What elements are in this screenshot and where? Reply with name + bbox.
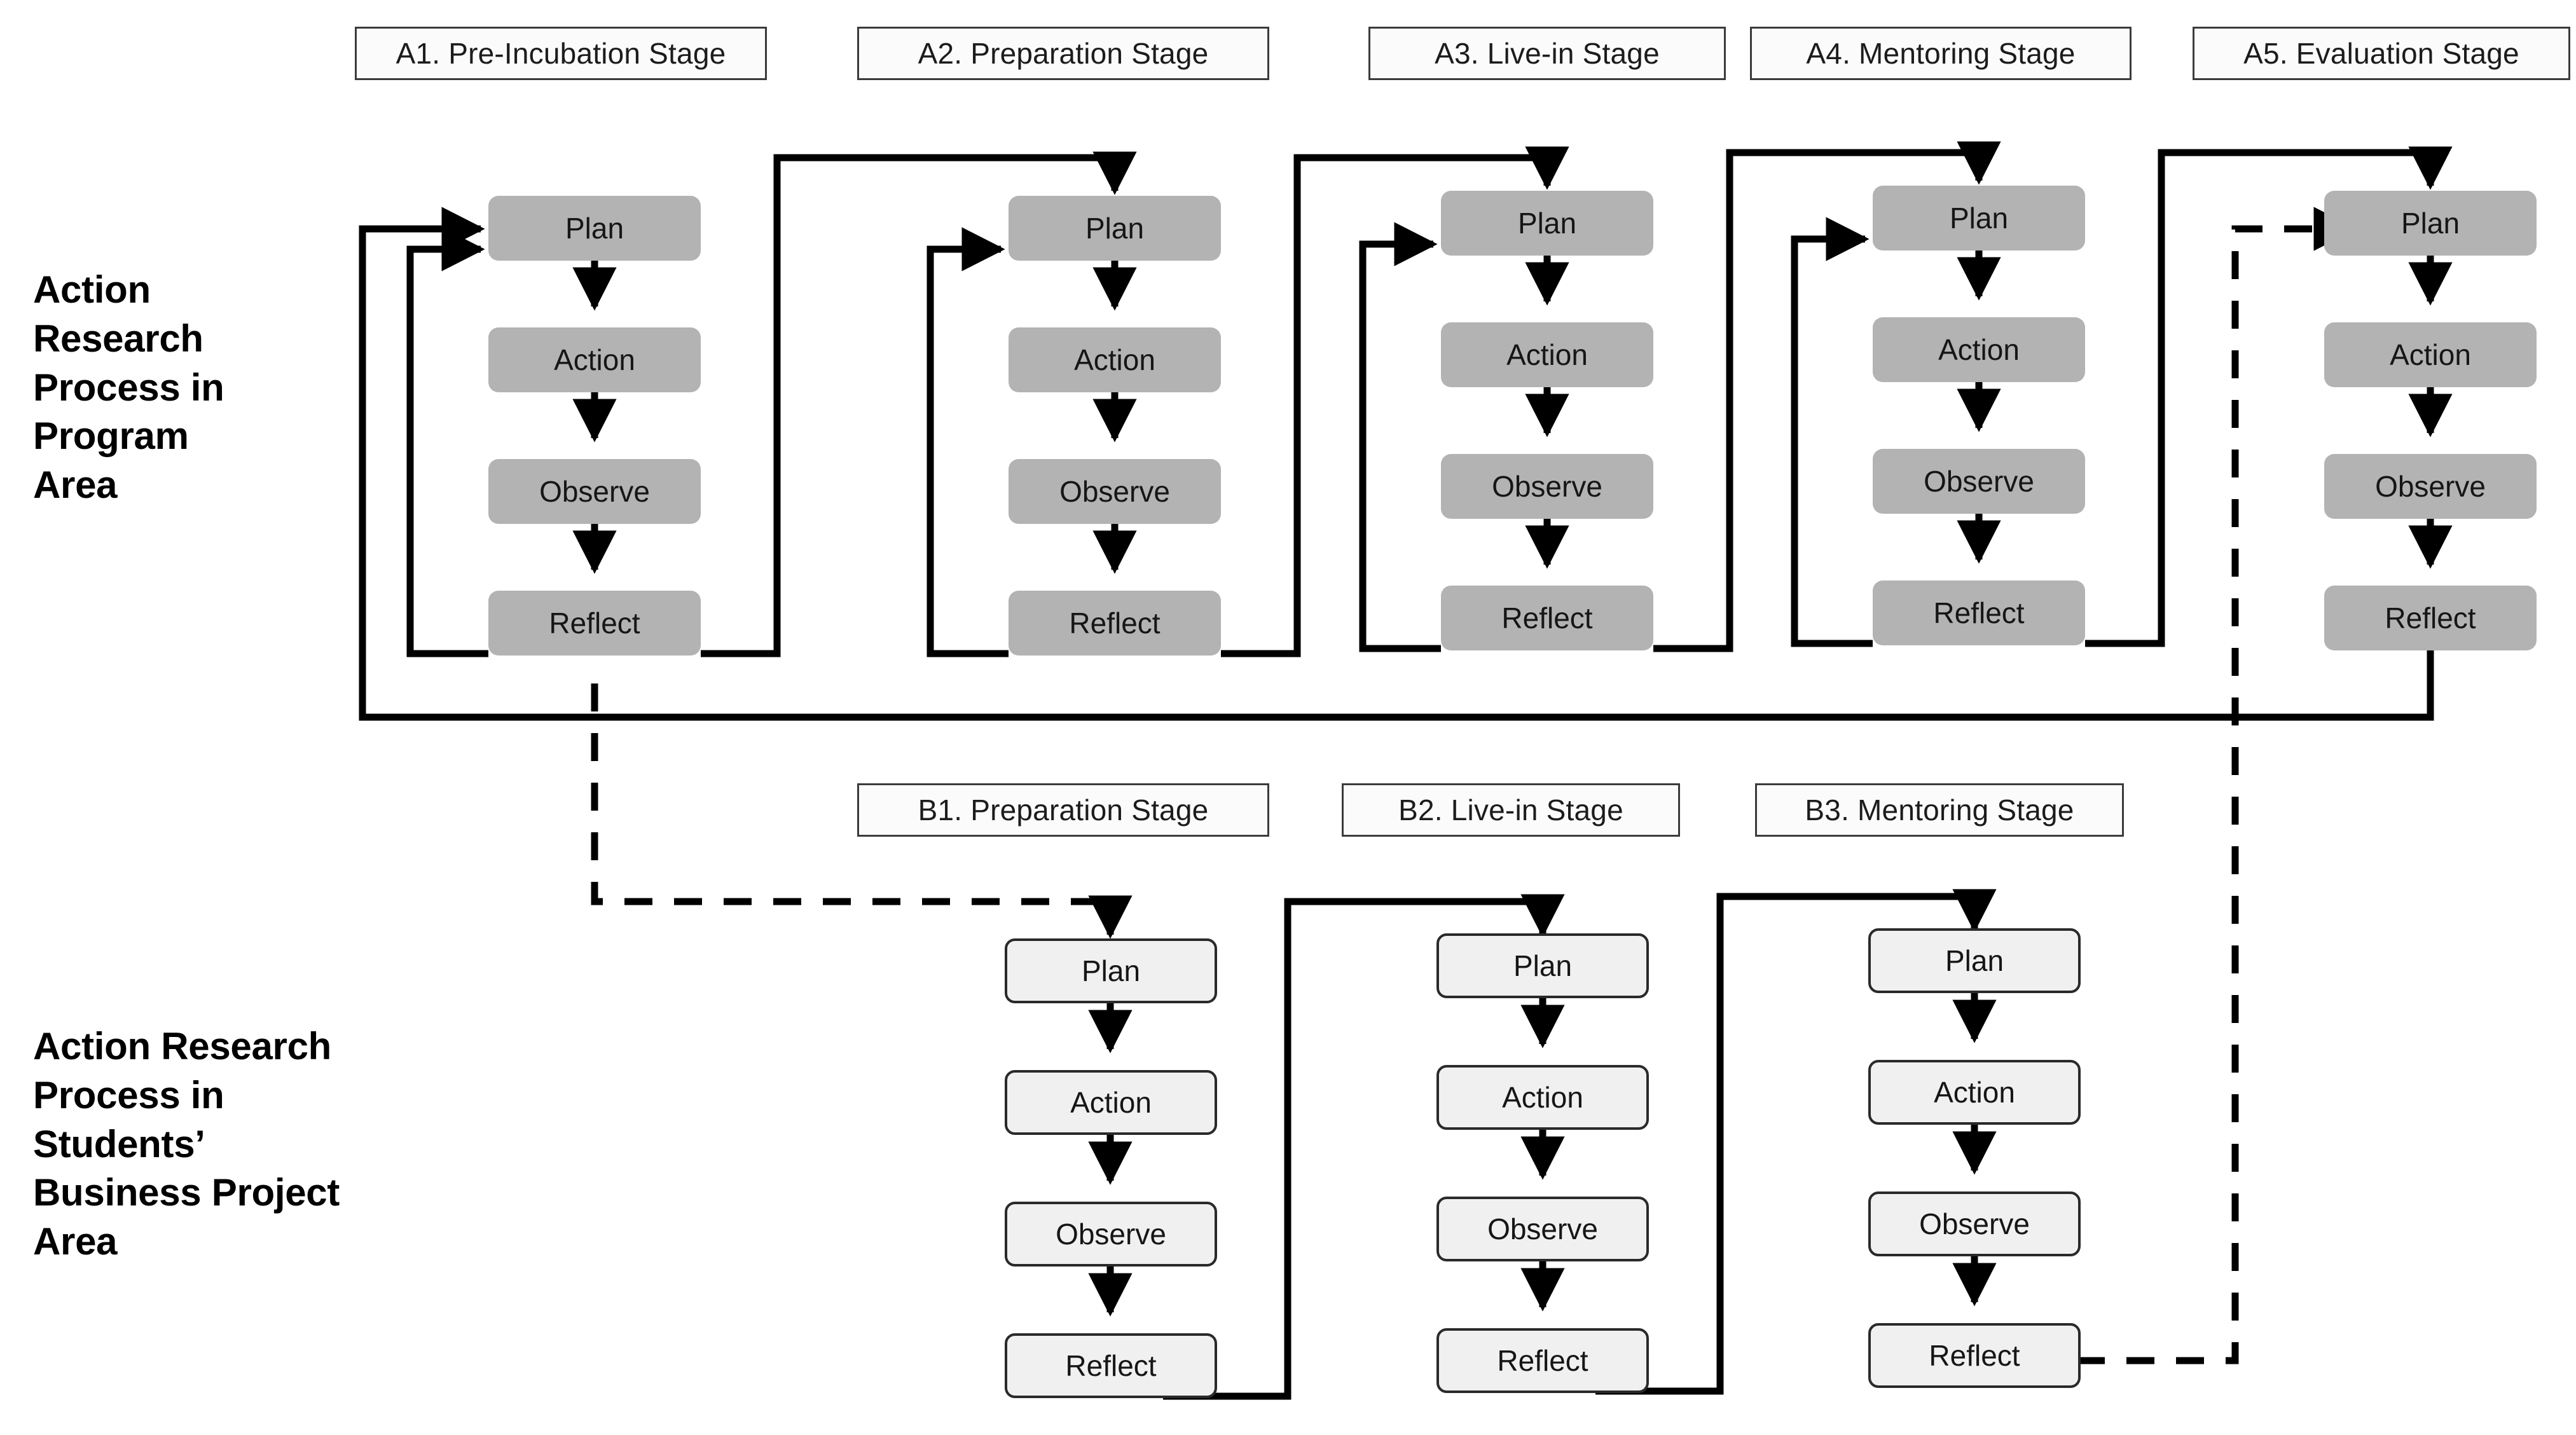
stage-header-b3[interactable]: B3. Mentoring Stage [1755, 783, 2125, 838]
node-a2-plan[interactable]: Plan [1009, 196, 1221, 261]
row-caption-line: Program [33, 415, 189, 458]
b1-to-b2 [1163, 894, 1565, 1400]
node-a1-plan[interactable]: Plan [488, 196, 701, 261]
node-a2-action[interactable]: Action [1009, 327, 1221, 392]
b3-to-a5-dashed [2027, 207, 2357, 1364]
node-a2-observe[interactable]: Observe [1009, 459, 1221, 524]
a1-self-loop [406, 227, 488, 657]
node-a1-action[interactable]: Action [488, 327, 701, 392]
node-b3-reflect[interactable]: Reflect [1868, 1323, 2081, 1388]
node-b1-action[interactable]: Action [1005, 1070, 1217, 1135]
node-b2-plan[interactable]: Plan [1436, 933, 1649, 998]
node-a3-reflect[interactable]: Reflect [1441, 586, 1653, 650]
row-caption-student-business-area: Action Research Process in Students’ Bus… [33, 1022, 440, 1267]
node-b2-action[interactable]: Action [1436, 1065, 1649, 1130]
row-caption-line: Process in [33, 366, 224, 409]
node-a3-observe[interactable]: Observe [1441, 454, 1653, 519]
a3-to-a4 [1653, 141, 2001, 652]
stage-header-a5[interactable]: A5. Evaluation Stage [2193, 27, 2572, 81]
a2-self-loop [926, 227, 1009, 657]
row-caption-line: Area [33, 1220, 118, 1263]
b2-to-b3 [1595, 889, 1997, 1395]
node-b3-plan[interactable]: Plan [1868, 928, 2081, 993]
a3-self-loop [1359, 222, 1441, 652]
row-caption-line: Area [33, 463, 118, 507]
node-a4-plan[interactable]: Plan [1873, 186, 2085, 251]
node-a4-reflect[interactable]: Reflect [1873, 580, 2085, 645]
node-b2-observe[interactable]: Observe [1436, 1197, 1649, 1261]
a4-to-a5 [2085, 146, 2453, 647]
row-caption-line: Business Project [33, 1171, 340, 1214]
stage-header-b2[interactable]: B2. Live-in Stage [1342, 783, 1681, 838]
stage-header-a3[interactable]: A3. Live-in Stage [1368, 27, 1727, 81]
node-b3-observe[interactable]: Observe [1868, 1191, 2081, 1256]
node-a1-reflect[interactable]: Reflect [488, 591, 701, 656]
node-a3-plan[interactable]: Plan [1441, 191, 1653, 256]
a1-to-a2 [701, 151, 1137, 657]
node-a5-plan[interactable]: Plan [2324, 191, 2537, 256]
node-b2-reflect[interactable]: Reflect [1436, 1328, 1649, 1393]
node-b3-action[interactable]: Action [1868, 1060, 2081, 1125]
row-caption-line: Process in [33, 1073, 224, 1116]
row-caption-line: Students’ [33, 1122, 205, 1165]
node-a3-action[interactable]: Action [1441, 322, 1653, 387]
node-a5-action[interactable]: Action [2324, 322, 2537, 387]
node-a4-observe[interactable]: Observe [1873, 449, 2085, 514]
node-a4-action[interactable]: Action [1873, 317, 2085, 382]
node-a5-reflect[interactable]: Reflect [2324, 586, 2537, 650]
row-caption-line: Action [33, 268, 151, 311]
row-caption-program-area: Action Research Process in Program Area [33, 266, 332, 510]
node-a5-observe[interactable]: Observe [2324, 454, 2537, 519]
row-caption-line: Research [33, 317, 203, 360]
a1-to-b1-dashed [591, 683, 1133, 939]
node-a1-observe[interactable]: Observe [488, 459, 701, 524]
stage-header-b1[interactable]: B1. Preparation Stage [857, 783, 1271, 838]
stage-header-a2[interactable]: A2. Preparation Stage [857, 27, 1271, 81]
row-caption-line: Action Research [33, 1025, 331, 1068]
stage-header-a1[interactable]: A1. Pre-Incubation Stage [355, 27, 768, 81]
node-b1-reflect[interactable]: Reflect [1005, 1333, 1217, 1398]
a2-to-a3 [1221, 146, 1569, 657]
node-b1-plan[interactable]: Plan [1005, 938, 1217, 1003]
a4-self-loop [1791, 217, 1873, 647]
stage-header-a4[interactable]: A4. Mentoring Stage [1750, 27, 2133, 81]
node-a2-reflect[interactable]: Reflect [1009, 591, 1221, 656]
node-b1-observe[interactable]: Observe [1005, 1202, 1217, 1267]
a5-to-a1-return [359, 207, 2434, 721]
